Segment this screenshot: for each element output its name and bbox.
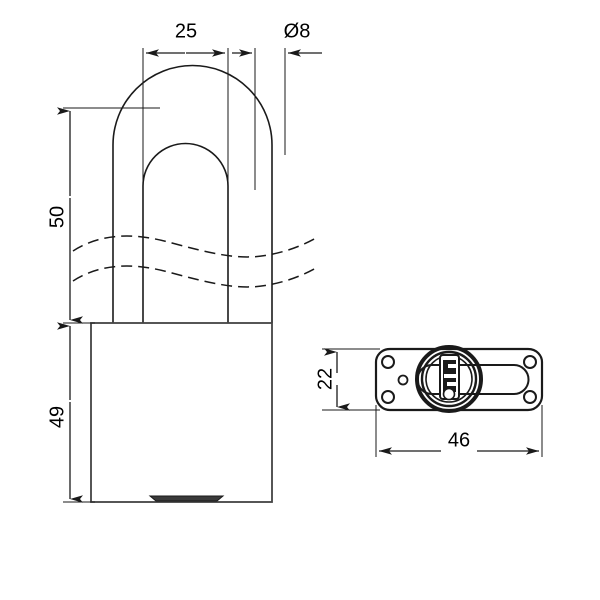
dimension-shackle-height: 50 (46, 107, 83, 324)
dimension-shackle-diameter: Ø8 (232, 20, 322, 57)
body-bottom-strip (148, 495, 225, 502)
mounting-holes (381, 355, 537, 404)
dimension-label-46: 46 (448, 429, 470, 451)
dimension-extension-lines-top (142, 48, 286, 190)
dimension-extension-lines-left (63, 107, 160, 503)
dimension-body-depth: 22 (314, 348, 350, 411)
padlock-body (90, 322, 273, 503)
dimension-label-22: 22 (314, 368, 336, 390)
side-view: 22 46 (314, 345, 544, 457)
side-view-outline (374, 347, 544, 412)
break-line-upper (72, 235, 317, 258)
dimension-label-49: 49 (46, 406, 68, 428)
small-pin-hole (397, 374, 409, 386)
dimension-label-diameter-8: Ø8 (284, 20, 311, 42)
dimension-body-width: 46 (379, 429, 539, 455)
front-view: 25 Ø8 50 (46, 20, 322, 503)
dimension-shackle-width: 25 (146, 20, 225, 57)
dimension-extension-lines-side-horizontal (375, 405, 543, 457)
dimension-label-25: 25 (175, 20, 197, 42)
dimension-body-height: 49 (46, 322, 83, 503)
dimension-label-50: 50 (46, 206, 68, 228)
shackle-outer-profile (112, 64, 273, 323)
keyway-slot (439, 354, 460, 401)
shackle-inner-profile (142, 142, 229, 323)
break-line-lower (72, 265, 317, 288)
